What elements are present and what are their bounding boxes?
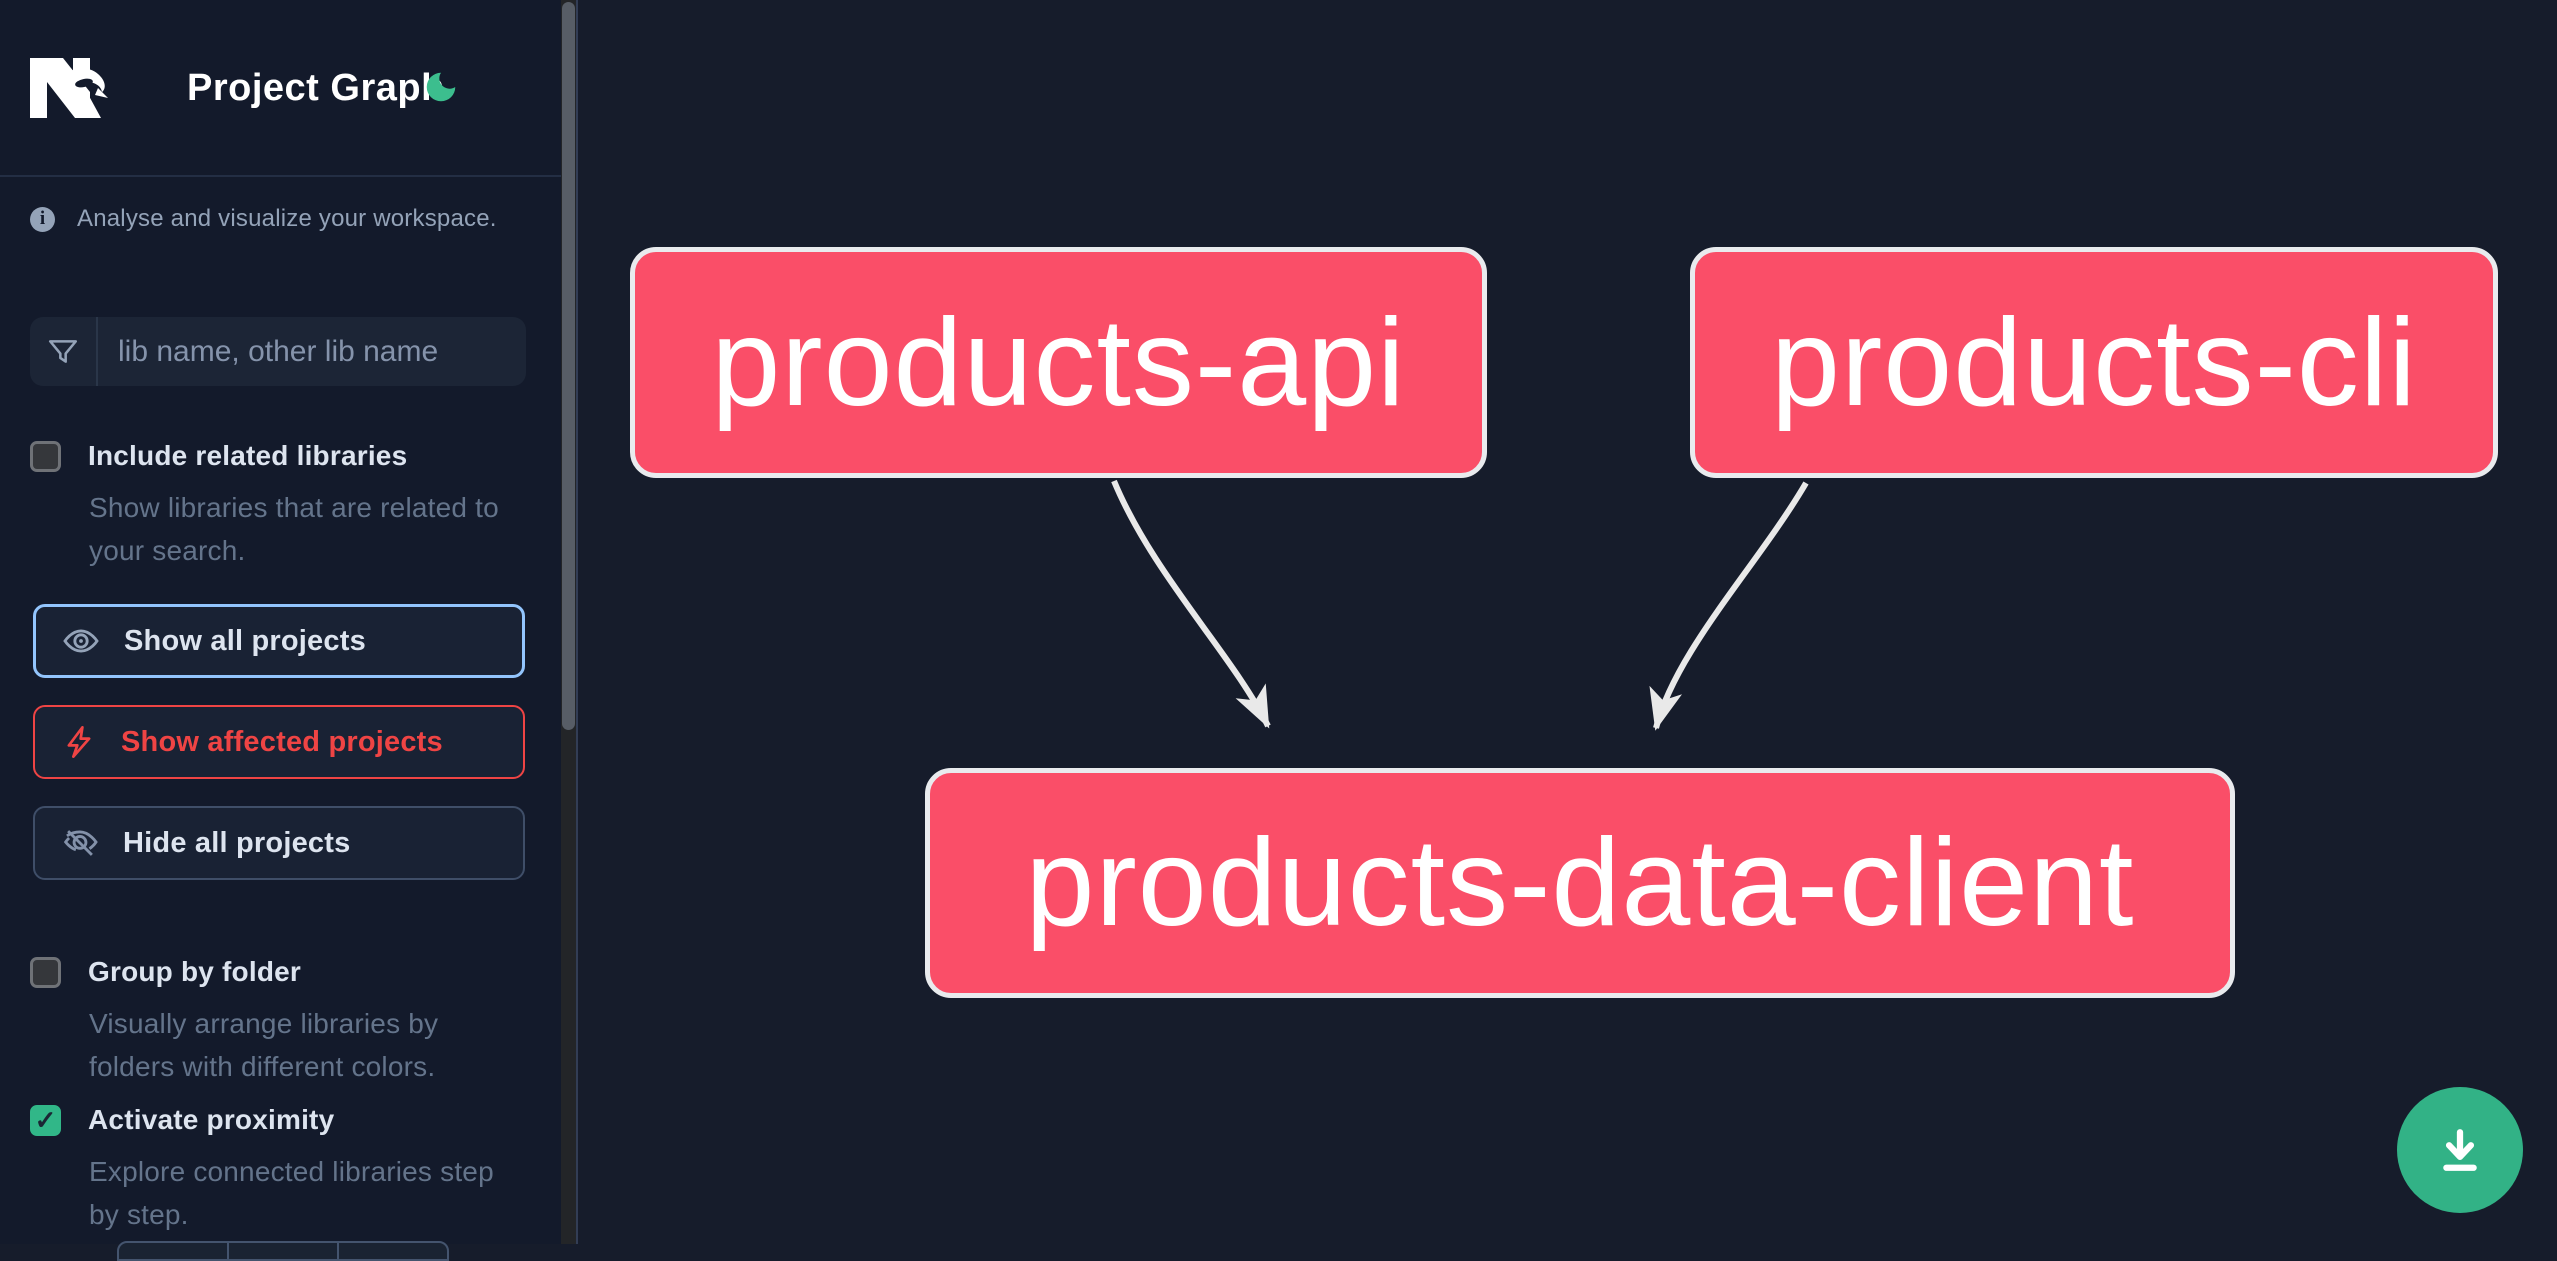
sidebar-scrollbar-thumb[interactable] — [562, 2, 575, 730]
nx-logo — [30, 58, 108, 118]
show-affected-projects-button[interactable]: Show affected projects — [33, 705, 525, 779]
option-description: Explore connected libraries step by step… — [89, 1156, 494, 1230]
button-label: Show affected projects — [121, 725, 443, 758]
sidebar-header: Project Graph — [0, 0, 561, 176]
checkbox-include-related[interactable] — [30, 440, 61, 472]
header-divider — [0, 175, 561, 177]
tab-segment[interactable] — [339, 1243, 447, 1259]
eye-off-icon — [63, 830, 98, 856]
page-title: Project Graph — [187, 67, 445, 109]
sidebar-scrollbar-track[interactable] — [561, 0, 576, 1244]
show-all-projects-button[interactable]: Show all projects — [33, 604, 525, 678]
download-icon — [2443, 1129, 2477, 1171]
display-options-tabs[interactable] — [117, 1241, 449, 1261]
tab-segment[interactable] — [119, 1243, 229, 1259]
checkbox-activate-proximity[interactable]: ✓ — [30, 1104, 61, 1136]
moon-icon — [426, 72, 456, 102]
node-products-api[interactable]: products-api — [630, 247, 1487, 478]
info-icon: i — [30, 206, 55, 232]
node-products-cli[interactable]: products-cli — [1690, 247, 2498, 478]
canvas-left-border — [576, 0, 578, 1244]
button-label: Hide all projects — [123, 826, 351, 859]
eye-icon — [63, 629, 99, 653]
sidebar: Project Graph i Analyse and visualize yo… — [0, 0, 561, 1261]
graph-canvas[interactable]: products-api products-cli products-data-… — [578, 0, 2557, 1244]
search-input[interactable] — [98, 317, 526, 386]
tagline-row: i Analyse and visualize your workspace. — [30, 205, 497, 233]
option-label: Include related libraries — [88, 440, 408, 471]
option-label: Activate proximity — [88, 1104, 335, 1135]
option-label: Group by folder — [88, 956, 301, 987]
edge-products-cli-to-data-client — [1649, 481, 1809, 731]
search-box — [30, 317, 526, 386]
tagline-text: Analyse and visualize your workspace. — [77, 205, 497, 232]
checkbox-group-by-folder[interactable] — [30, 956, 61, 988]
option-description: Visually arrange libraries by folders wi… — [89, 1008, 439, 1082]
tab-segment[interactable] — [229, 1243, 339, 1259]
edge-products-api-to-data-client — [1111, 479, 1271, 729]
theme-toggle-button[interactable] — [421, 68, 461, 108]
node-products-data-client[interactable]: products-data-client — [925, 768, 2235, 998]
download-image-button[interactable] — [2397, 1087, 2523, 1213]
hide-all-projects-button[interactable]: Hide all projects — [33, 806, 525, 880]
lightning-icon — [67, 726, 91, 758]
option-activate-proximity: ✓ Activate proximity Explore connected l… — [30, 1104, 530, 1236]
option-group-by-folder: Group by folder Visually arrange librari… — [30, 956, 530, 1088]
graph-edges — [1111, 479, 1809, 731]
button-label: Show all projects — [124, 624, 366, 657]
option-description: Show libraries that are related to your … — [89, 492, 499, 566]
option-include-related: Include related libraries Show libraries… — [30, 440, 530, 572]
funnel-icon — [30, 317, 98, 386]
